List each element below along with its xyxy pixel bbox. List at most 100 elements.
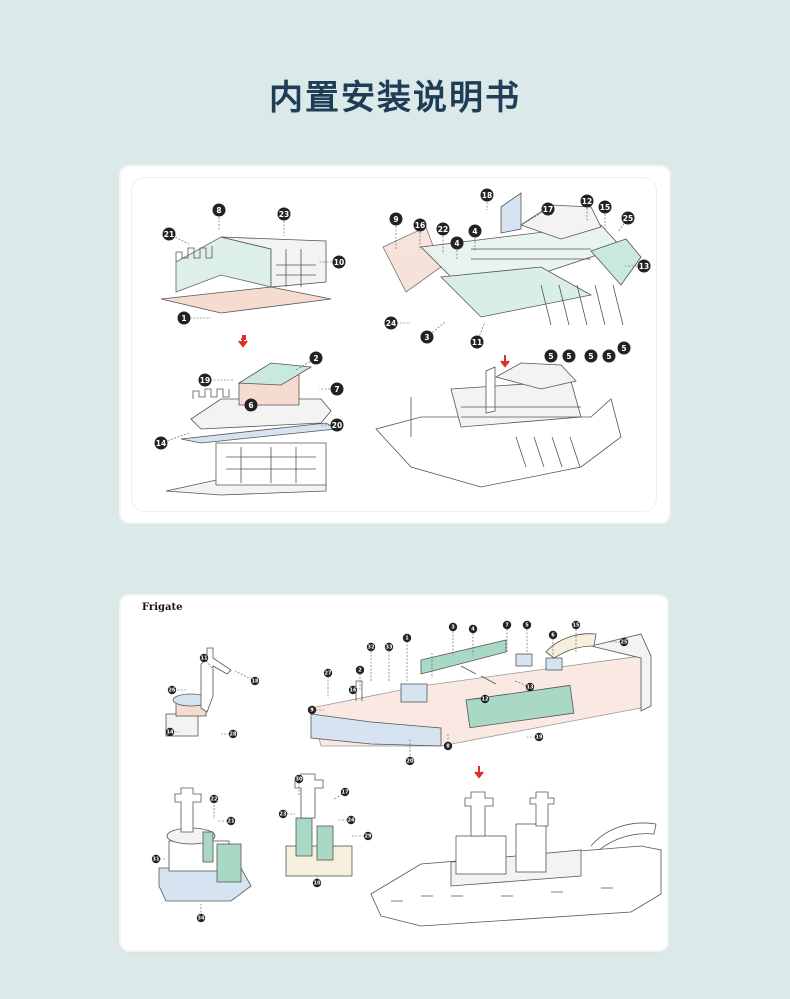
- callout-number: 22: [438, 225, 448, 234]
- callout-circle: [468, 224, 482, 238]
- callout-circle: [544, 349, 558, 363]
- callout-number: 28: [230, 732, 237, 738]
- callout-marker: 5: [544, 349, 558, 363]
- callout-marker: 18: [480, 188, 494, 202]
- callout-circle: [480, 694, 490, 704]
- callout-marker: 9: [307, 705, 317, 715]
- callout-number: 19: [200, 376, 210, 385]
- callout-circle: [250, 676, 260, 686]
- callout-marker: 11: [199, 653, 209, 663]
- callout-marker: 22: [209, 794, 219, 804]
- callout-circle: [619, 637, 629, 647]
- callout-number: 33: [386, 645, 393, 651]
- callout-marker: 6: [244, 398, 258, 412]
- callout-circle: [167, 685, 177, 695]
- callout-marker: 20: [405, 756, 415, 766]
- callout-circle: [226, 816, 236, 826]
- callout-number: 12: [482, 697, 489, 703]
- callout-number: 6: [248, 401, 253, 410]
- callout-marker: 32: [366, 642, 376, 652]
- tower-a-parts: [158, 787, 252, 902]
- callout-number: 31: [153, 857, 160, 863]
- callout-number: 29: [365, 834, 372, 840]
- callout-circle: [598, 200, 612, 214]
- callout-marker: 7: [502, 620, 512, 630]
- frigate-label: Frigate: [142, 602, 183, 613]
- callout-marker: 1: [402, 633, 412, 643]
- callout-number: 19: [536, 735, 543, 741]
- callout-number: 21: [228, 819, 235, 825]
- callout-circle: [294, 774, 304, 784]
- callout-number: 13: [527, 685, 534, 691]
- callout-circle: [332, 255, 346, 269]
- callout-number: 20: [407, 759, 414, 765]
- callout-circle: [562, 349, 576, 363]
- callout-marker: 4: [468, 224, 482, 238]
- callout-marker: 25: [621, 211, 635, 225]
- callout-marker: 21: [162, 227, 176, 241]
- callout-number: 21: [164, 230, 174, 239]
- callout-circle: [177, 311, 191, 325]
- callout-number: 25: [621, 640, 628, 646]
- callout-number: 9: [310, 708, 314, 714]
- callout-circle: [502, 620, 512, 630]
- callout-marker: 23: [277, 207, 291, 221]
- callout-number: 7: [505, 623, 509, 629]
- callout-marker: 18: [250, 676, 260, 686]
- callout-circle: [420, 330, 434, 344]
- callout-marker: 17: [340, 787, 350, 797]
- callout-number: 18: [252, 679, 259, 685]
- callout-marker: 26: [167, 685, 177, 695]
- callout-number: 16: [415, 221, 425, 230]
- callout-circle: [637, 259, 651, 273]
- callout-number: 2: [313, 354, 318, 363]
- callout-number: 8: [216, 206, 221, 215]
- callout-marker: 9: [389, 212, 403, 226]
- callout-circle: [366, 642, 376, 652]
- callout-circle: [617, 341, 631, 355]
- callout-number: 13: [639, 262, 649, 271]
- callout-circle: [436, 222, 450, 236]
- callout-number: 3: [451, 625, 455, 631]
- page-title: 内置安装说明书: [269, 78, 521, 118]
- callout-circle: [307, 705, 317, 715]
- callout-number: 3: [424, 333, 429, 342]
- callout-marker: 14: [165, 727, 175, 737]
- step1-house-parts: [160, 236, 332, 314]
- callout-marker: 5: [602, 349, 616, 363]
- callout-circle: [468, 624, 478, 634]
- callout-number: 32: [368, 645, 375, 651]
- callout-number: 5: [588, 352, 593, 361]
- callout-number: 11: [472, 338, 482, 347]
- callout-circle: [151, 854, 161, 864]
- callout-marker: 6: [548, 630, 558, 640]
- callout-circle: [580, 194, 594, 208]
- callout-number: 1: [405, 636, 409, 642]
- callout-marker: 23: [278, 809, 288, 819]
- callout-circle: [348, 685, 358, 695]
- callout-circle: [209, 794, 219, 804]
- callout-number: 1: [181, 314, 186, 323]
- callout-number: 5: [621, 344, 626, 353]
- callout-number: 12: [582, 197, 592, 206]
- callout-circle: [309, 351, 323, 365]
- callout-marker: 15: [598, 200, 612, 214]
- callout-marker: 10: [312, 878, 322, 888]
- callout-circle: [278, 809, 288, 819]
- callout-number: 7: [334, 385, 339, 394]
- callout-circle: [340, 787, 350, 797]
- callout-circle: [470, 335, 484, 349]
- step-arrows: [238, 335, 510, 368]
- callout-marker: 33: [384, 642, 394, 652]
- callout-marker: 3: [420, 330, 434, 344]
- callout-number: 34: [198, 916, 205, 922]
- callout-number: 4: [454, 239, 459, 248]
- callout-number: 17: [543, 205, 553, 214]
- callout-circle: [384, 642, 394, 652]
- callout-marker: 15: [571, 620, 581, 630]
- callout-marker: 13: [637, 259, 651, 273]
- step2-house-assembled: [165, 362, 338, 496]
- callout-circle: [154, 436, 168, 450]
